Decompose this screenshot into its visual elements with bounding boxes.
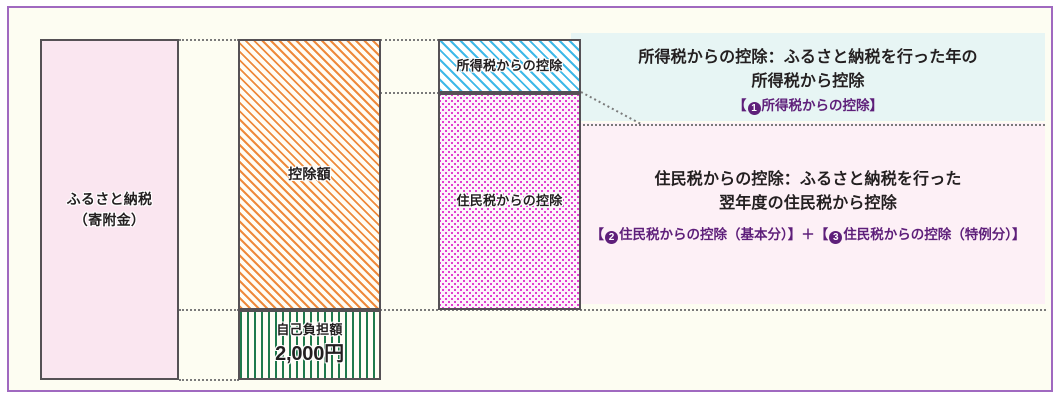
bar-resident-tax-deduction-label: 住民税からの控除 bbox=[456, 193, 563, 209]
connector-diagonal-line bbox=[580, 91, 642, 125]
self-burden-amount: 2,000円 bbox=[275, 343, 344, 366]
guide-line-bottom-right bbox=[380, 309, 1046, 311]
badge-2-icon: 2 bbox=[605, 231, 618, 244]
resident-tax-description-line2: 翌年度の住民税から控除 bbox=[719, 195, 897, 212]
income-tax-description-line1: 所得税からの控除：ふるさと納税を行った年の bbox=[638, 49, 978, 66]
donation-label-line1: ふるさと納税 bbox=[66, 191, 153, 208]
bar-deduction-amount-label: 控除額 bbox=[288, 166, 331, 183]
bar-income-tax-deduction: 所得税からの控除 bbox=[438, 39, 581, 93]
badge-3-icon: 3 bbox=[829, 231, 843, 244]
self-burden-title: 自己負担額 bbox=[276, 321, 343, 337]
badge-1-icon: 1 bbox=[747, 102, 761, 115]
resident-tax-formula-text-b: 住民税からの控除（特例分） bbox=[843, 227, 1012, 242]
resident-tax-formula-operator: ＋ bbox=[801, 227, 815, 242]
income-tax-formula-text: 所得税からの控除 bbox=[761, 98, 870, 113]
bar-furusato-donation-label: ふるさと納税 （寄附金） bbox=[67, 189, 153, 230]
income-tax-description-line2: 所得税から控除 bbox=[751, 73, 865, 90]
income-tax-description: 所得税からの控除：ふるさと納税を行った年の 所得税から控除 bbox=[575, 46, 1041, 94]
resident-tax-description-line1: 住民税からの控除：ふるさと納税を行った bbox=[654, 171, 962, 188]
guide-line-income-tax-split bbox=[380, 92, 439, 94]
furusato-nozei-deduction-diagram: ふるさと納税 （寄附金） 控除額 自己負担額 2,000円 所得税からの控除 住… bbox=[7, 6, 1053, 392]
resident-tax-formula-open-b: 【 bbox=[814, 227, 829, 242]
bar-furusato-donation: ふるさと納税 （寄附金） bbox=[40, 39, 179, 380]
guide-line-self-burden-bottom bbox=[179, 379, 239, 381]
income-tax-formula-close: 】 bbox=[869, 98, 884, 113]
resident-tax-formula-text-a: 住民税からの控除（基本分） bbox=[619, 227, 788, 242]
bar-self-burden-label: 自己負担額 2,000円 bbox=[275, 321, 344, 370]
guide-line-top-left bbox=[179, 39, 239, 41]
guide-line-bottom-left bbox=[179, 309, 239, 311]
guide-line-panel-split bbox=[571, 124, 1045, 126]
resident-tax-formula-open-a: 【 bbox=[590, 227, 605, 242]
guide-line-top-right bbox=[380, 39, 439, 41]
resident-tax-info-panel bbox=[571, 123, 1045, 304]
resident-tax-description: 住民税からの控除：ふるさと納税を行った 翌年度の住民税から控除 bbox=[575, 168, 1041, 216]
income-tax-formula-open: 【 bbox=[733, 98, 747, 113]
bar-income-tax-deduction-label: 所得税からの控除 bbox=[456, 57, 563, 73]
bar-resident-tax-deduction: 住民税からの控除 bbox=[438, 93, 581, 310]
resident-tax-formula-close-a: 】 bbox=[787, 227, 802, 242]
donation-label-line2: （寄附金） bbox=[73, 211, 146, 228]
income-tax-info-panel bbox=[571, 33, 1045, 121]
bar-deduction-amount: 控除額 bbox=[238, 39, 381, 310]
resident-tax-formula-close-b: 】 bbox=[1012, 227, 1026, 242]
bar-self-burden: 自己負担額 2,000円 bbox=[238, 310, 381, 380]
